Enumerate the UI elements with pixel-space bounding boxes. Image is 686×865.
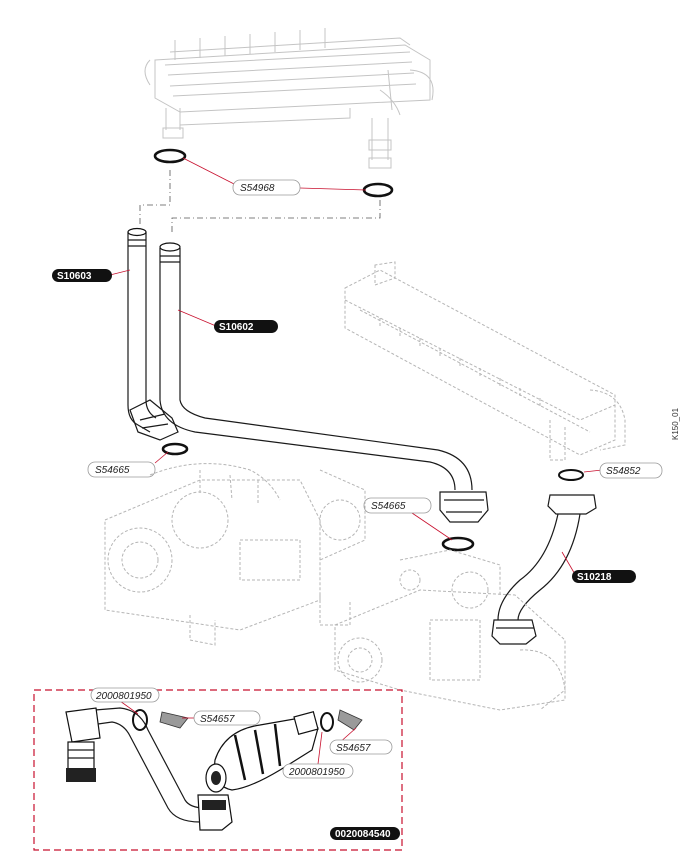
o-ring-s54665-right bbox=[441, 536, 475, 552]
pipe-coupling-lower bbox=[129, 399, 179, 441]
label-s10602: S10602 bbox=[177, 309, 278, 333]
label-s10603: S10603 bbox=[52, 269, 131, 282]
kit-elbow-pipe bbox=[65, 707, 233, 831]
kit-clip-left bbox=[159, 711, 189, 729]
leader-s54852 bbox=[583, 469, 603, 473]
exchanger-stub-right bbox=[368, 118, 392, 169]
label-0020084540: 0020084540 bbox=[330, 827, 400, 840]
manifold-ghost bbox=[344, 261, 626, 461]
boiler-body-ghost bbox=[104, 463, 366, 646]
leader-s54968-left bbox=[182, 157, 239, 187]
label-s54665-right: S54665 bbox=[363, 497, 432, 514]
heat-exchanger-ghost bbox=[144, 28, 434, 126]
svg-text:S10603: S10603 bbox=[57, 271, 92, 282]
label-s54657-right: S54657 bbox=[329, 727, 393, 755]
svg-text:S54968: S54968 bbox=[240, 183, 275, 194]
pipe-s10218 bbox=[491, 494, 597, 645]
kit-valve-part bbox=[205, 710, 319, 793]
kit-o-ring-right bbox=[320, 712, 334, 732]
leader-s54665-left bbox=[154, 451, 169, 464]
exchanger-stub-left bbox=[162, 108, 184, 139]
o-ring-s54665-left bbox=[161, 442, 189, 456]
svg-text:2000801950: 2000801950 bbox=[95, 691, 152, 702]
svg-text:S10602: S10602 bbox=[219, 322, 254, 333]
label-s54968: S54968 bbox=[232, 179, 301, 196]
label-s54665-left: S54665 bbox=[87, 461, 156, 478]
svg-text:S10218: S10218 bbox=[577, 572, 612, 583]
kit-o-ring-left bbox=[132, 709, 148, 731]
o-ring-left bbox=[153, 148, 187, 164]
svg-text:S54852: S54852 bbox=[606, 466, 641, 477]
svg-text:S54665: S54665 bbox=[95, 465, 130, 476]
o-ring-s54852 bbox=[558, 469, 584, 481]
centerline-right bbox=[171, 200, 381, 235]
pipe-s10602 bbox=[159, 242, 489, 523]
label-2000801950-top: 2000801950 bbox=[90, 687, 160, 715]
svg-text:0020084540: 0020084540 bbox=[335, 829, 391, 840]
svg-text:S54665: S54665 bbox=[371, 501, 406, 512]
valve-block-ghost bbox=[334, 549, 566, 711]
svg-text:S54657: S54657 bbox=[336, 743, 371, 754]
svg-text:2000801950: 2000801950 bbox=[288, 767, 345, 778]
label-s10218: S10218 bbox=[561, 551, 636, 583]
centerline-left bbox=[139, 170, 171, 225]
kit-clip-right bbox=[337, 709, 363, 731]
leader-s54665-right bbox=[411, 512, 453, 541]
label-s54852: S54852 bbox=[599, 462, 663, 479]
label-s54657-left: S54657 bbox=[182, 710, 261, 726]
drawing-reference: K150_01 bbox=[671, 407, 680, 440]
svg-text:S54657: S54657 bbox=[200, 714, 235, 725]
leader-s54968-right bbox=[299, 187, 367, 191]
o-ring-right bbox=[362, 182, 394, 198]
label-2000801950-bottom: 2000801950 bbox=[282, 731, 354, 779]
